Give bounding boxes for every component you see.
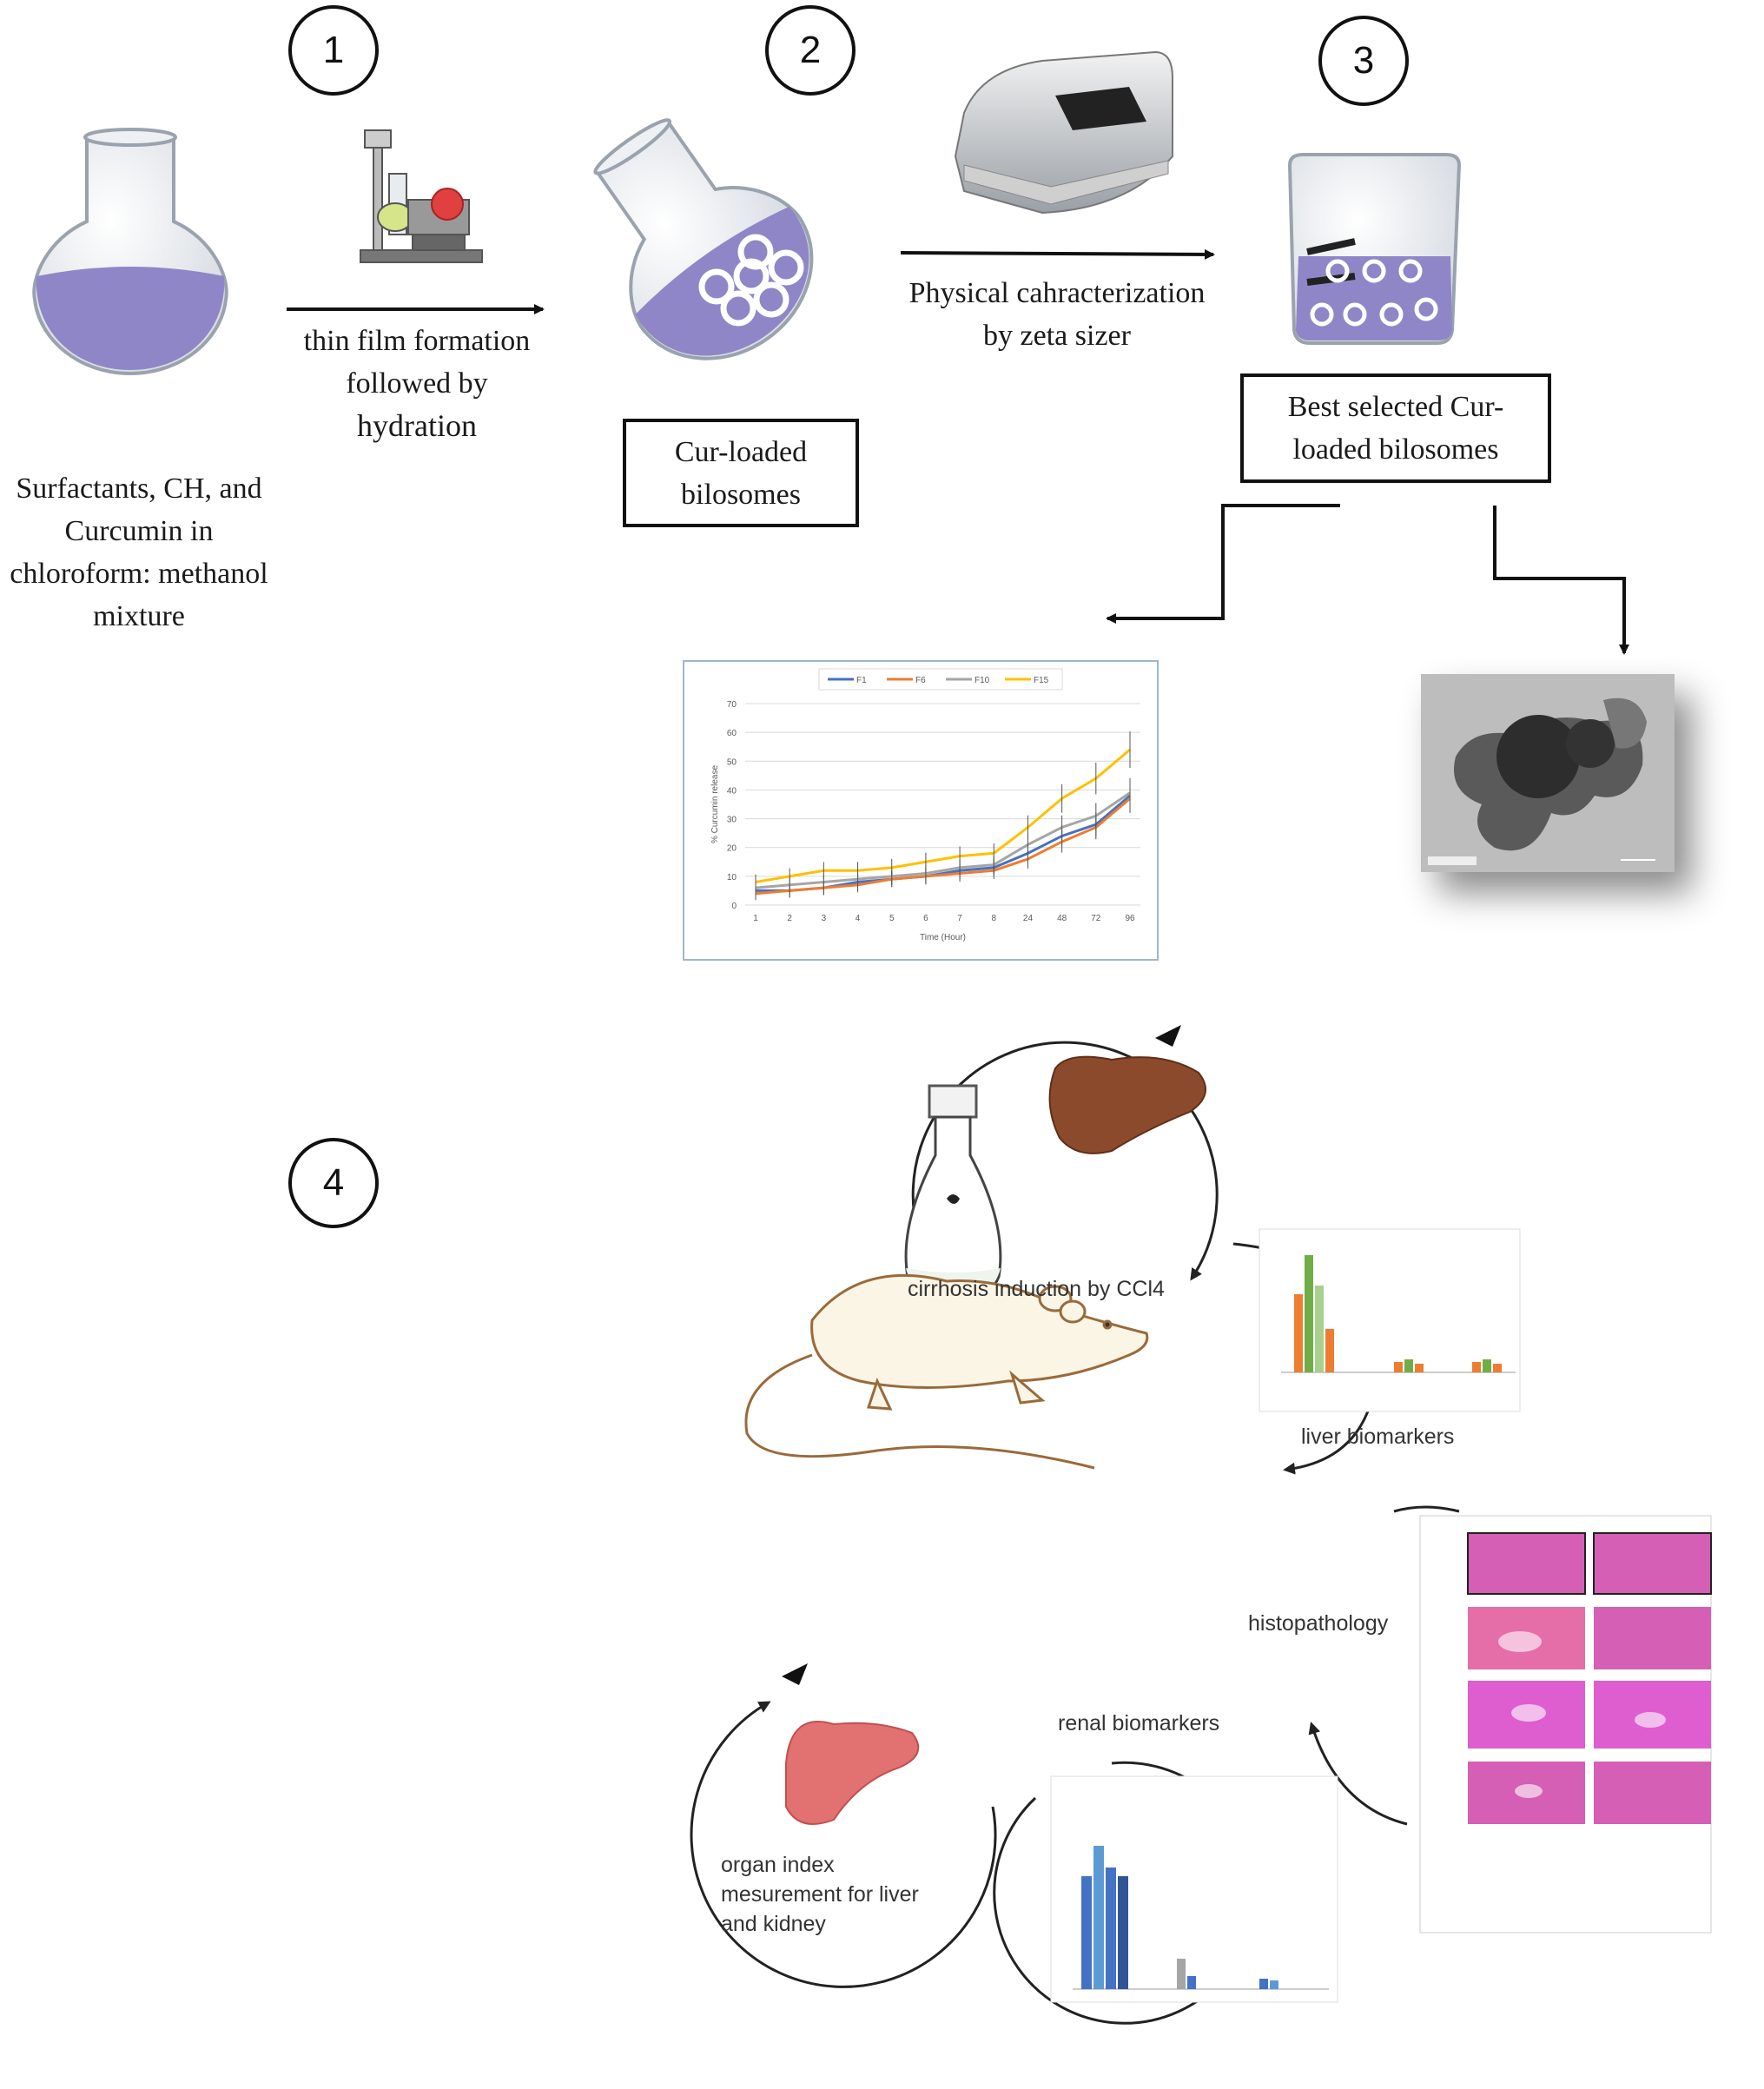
- liver-biomarkers-mini-chart: [1259, 1228, 1521, 1412]
- tem-image: [1421, 674, 1675, 872]
- step-4-circle: 4: [288, 1138, 379, 1228]
- in-vivo-cycle: [690, 1025, 1712, 2025]
- liver-biomarkers-label: liver biomarkers: [1301, 1425, 1455, 1449]
- x-tick-label: 6: [923, 914, 928, 923]
- cycle-arc-organ: [690, 1701, 997, 1988]
- tilted-flask-vesicles-icon: [593, 118, 814, 360]
- y-tick-label: 20: [727, 844, 737, 854]
- y-axis-label: % Curcumin release: [710, 765, 720, 843]
- y-tick-label: 50: [727, 757, 737, 767]
- y-tick-label: 70: [727, 700, 737, 710]
- series-line-f15: [755, 748, 1131, 883]
- x-tick-label: 48: [1057, 914, 1067, 923]
- legend-label: F15: [1034, 676, 1049, 685]
- arrow-step2: [900, 248, 1215, 260]
- series-line-f10: [755, 791, 1131, 889]
- liver-icon: [1048, 1025, 1206, 1154]
- process-illustrations: [32, 50, 1629, 655]
- x-tick-label: 4: [856, 914, 861, 923]
- x-tick-label: 1: [753, 914, 758, 923]
- thin-film-label: thin film formation followed by hydratio…: [303, 325, 531, 443]
- y-tick-label: 10: [727, 873, 737, 883]
- y-tick-label: 40: [727, 786, 737, 796]
- y-tick-label: 30: [727, 816, 737, 825]
- legend-label: F10: [974, 676, 990, 685]
- histopathology-panel: [1419, 1515, 1712, 1934]
- x-tick-label: 72: [1091, 914, 1101, 923]
- zeta-sizer-icon: [954, 50, 1173, 215]
- histopathology-label: histopathology: [1248, 1611, 1389, 1636]
- legend-label: F6: [915, 676, 926, 685]
- round-bottom-flask-icon: [32, 128, 228, 376]
- x-tick-label: 24: [1023, 914, 1034, 923]
- step-1-circle: 1: [288, 5, 379, 96]
- x-tick-label: 96: [1125, 914, 1135, 923]
- series-line-f6: [755, 797, 1131, 896]
- organ-liver-icon: [782, 1663, 920, 1825]
- x-axis-label: Time (Hour): [920, 933, 966, 942]
- start-materials-label: Surfactants, CH, and Curcumin in chlorof…: [10, 473, 268, 632]
- x-tick-label: 8: [991, 914, 996, 923]
- rat-icon: [744, 1273, 1149, 1470]
- arrow-to-release-chart: [1106, 504, 1340, 624]
- renal-biomarkers-label: renal biomarkers: [1058, 1711, 1220, 1735]
- renal-biomarkers-mini-chart: [1050, 1775, 1338, 2003]
- cycle-arc-histo-top: [1393, 1505, 1460, 1513]
- arrow-to-tem-image: [1493, 506, 1629, 655]
- x-tick-label: 7: [957, 914, 962, 923]
- x-tick-label: 3: [822, 914, 827, 923]
- legend-label: F1: [856, 676, 867, 685]
- separatory-funnel-icon: [904, 1084, 1002, 1300]
- y-tick-label: 0: [731, 902, 737, 911]
- y-tick-label: 60: [727, 729, 737, 738]
- beaker-vesicles-icon: [1287, 153, 1462, 345]
- organ-index-label: organ index mesurement for liver and kid…: [721, 1853, 919, 1936]
- physical-characterization-label: Physical cahracterization by zeta sizer: [908, 277, 1206, 352]
- step-2-circle: 2: [765, 5, 856, 96]
- cirrhosis-label: cirrhosis induction by CCl4: [908, 1277, 1165, 1301]
- step-3-circle: 3: [1318, 16, 1409, 106]
- cycle-arc-histo: [1308, 1722, 1408, 1826]
- best-selected-bilosomes-box: Best selected Cur-loaded bilosomes: [1240, 374, 1551, 483]
- legend-box: [818, 668, 1063, 691]
- x-tick-label: 2: [787, 914, 792, 923]
- rotary-evaporator-icon: [360, 129, 483, 263]
- x-tick-label: 5: [889, 914, 895, 923]
- cycle-arc-top: [911, 1041, 1219, 1281]
